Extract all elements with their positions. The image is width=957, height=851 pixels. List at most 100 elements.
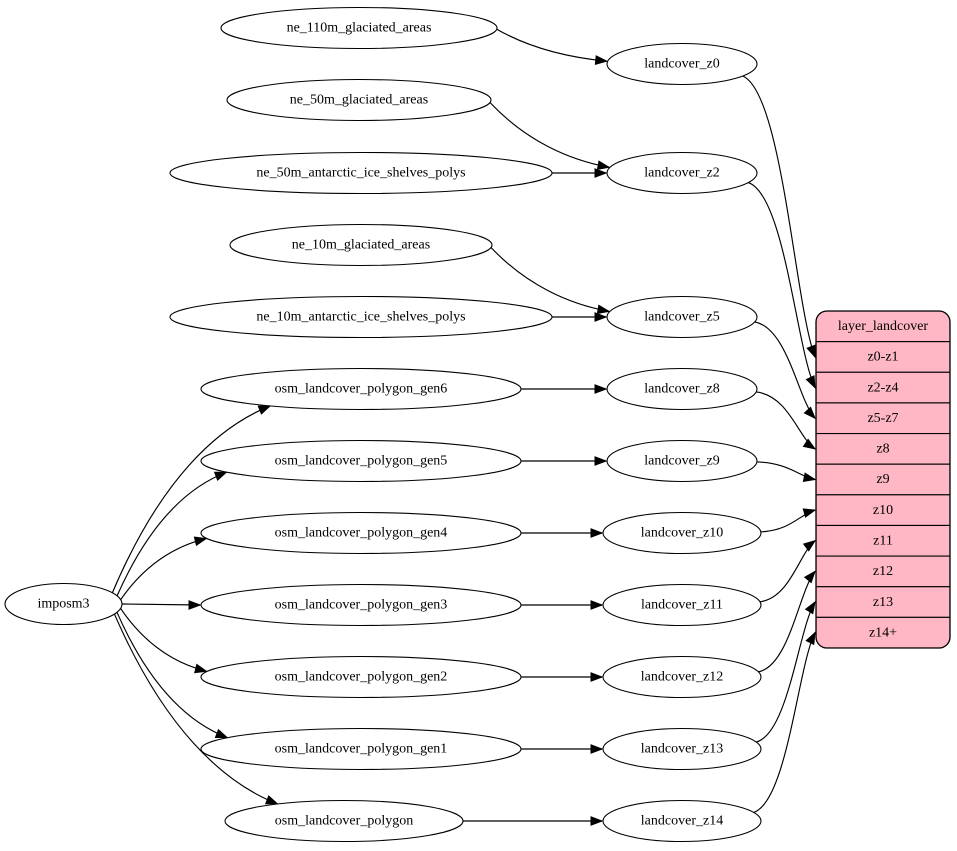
node-label-osm_landcover_polygon_gen2: osm_landcover_polygon_gen2 [275,670,448,685]
node-label-osm_landcover_polygon_gen3: osm_landcover_polygon_gen3 [275,598,448,613]
table-row-z12[interactable] [816,555,950,588]
table-row-z0-z1[interactable] [816,341,950,373]
edge-osm_landcover_polygon-to-landcover_z14 [463,816,604,826]
table-row-label-z11: z11 [873,533,893,548]
edge-imposm3-to-osm_landcover_polygon [113,613,279,805]
edge-osm_landcover_polygon_gen3-to-landcover_z11 [521,600,604,610]
edge-landcover_z11-to-z11 [759,539,817,603]
landcover-node-landcover_z2[interactable]: landcover_z2 [606,151,758,195]
osm-node-osm_landcover_polygon_gen2[interactable]: osm_landcover_polygon_gen2 [200,655,522,699]
osm-node-osm_landcover_polygon_gen3[interactable]: osm_landcover_polygon_gen3 [200,583,522,627]
node-label-osm_landcover_polygon_gen1: osm_landcover_polygon_gen1 [275,742,448,757]
table-cells: layer_landcoverz0-z1z2-z4z5-z7z8z9z10z11… [816,311,950,648]
edge-imposm3-to-osm_landcover_polygon_gen3 [121,600,202,610]
table-row-z14+[interactable] [816,616,950,648]
node-label-landcover_z2: landcover_z2 [644,166,719,181]
node-label-osm_landcover_polygon: osm_landcover_polygon [275,814,413,829]
node-ellipse-osm_landcover_polygon_gen4[interactable] [200,511,522,555]
edge-osm_landcover_polygon_gen2-to-landcover_z12 [521,672,604,682]
node-label-landcover_z9: landcover_z9 [644,454,719,469]
node-label-landcover_z14: landcover_z14 [641,814,723,829]
node-label-landcover_z13: landcover_z13 [641,742,723,757]
table-row-label-z9: z9 [876,472,889,487]
node-ellipse-ne_10m_antarctic_ice_shelves_polys[interactable] [169,295,553,339]
natural-earth-node-ne_50m_glaciated_areas[interactable]: ne_50m_glaciated_areas [226,78,492,122]
node-ellipse-landcover_z8[interactable] [606,367,758,411]
node-ellipse-landcover_z12[interactable] [602,655,762,699]
node-ellipse-landcover_z2[interactable] [606,151,758,195]
osm-node-osm_landcover_polygon_gen4[interactable]: osm_landcover_polygon_gen4 [200,511,522,555]
node-ellipse-landcover_z9[interactable] [606,439,758,483]
node-ellipse-landcover_z13[interactable] [602,727,762,771]
node-ellipse-ne_10m_glaciated_areas[interactable] [229,223,493,267]
table-row-label-z10: z10 [873,503,893,518]
table-outline [815,310,951,649]
landcover-node-landcover_z5[interactable]: landcover_z5 [606,295,758,339]
node-ellipse-landcover_z5[interactable] [606,295,758,339]
edge-landcover_z13-to-z13 [756,600,816,743]
natural-earth-node-ne_50m_antarctic_ice_shelves_polys[interactable]: ne_50m_antarctic_ice_shelves_polys [169,151,553,195]
node-ellipse-landcover_z10[interactable] [602,511,762,555]
edge-ne_50m_antarctic_ice_shelves_polys-to-landcover_z2 [552,168,608,178]
node-label-imposm3: imposm3 [37,597,89,612]
osm-node-osm_landcover_polygon[interactable]: osm_landcover_polygon [224,799,464,843]
osm-node-osm_landcover_polygon_gen6[interactable]: osm_landcover_polygon_gen6 [200,367,522,411]
edge-landcover_z8-to-z8 [756,391,817,450]
node-ellipse-osm_landcover_polygon_gen5[interactable] [200,439,522,483]
node-label-landcover_z12: landcover_z12 [641,670,723,685]
node-label-ne_10m_glaciated_areas: ne_10m_glaciated_areas [292,238,430,253]
table-row-label-z5-z7: z5-z7 [867,411,898,426]
natural-earth-node-ne_10m_glaciated_areas[interactable]: ne_10m_glaciated_areas [229,223,493,267]
layer-landcover-table: layer_landcoverz0-z1z2-z4z5-z7z8z9z10z11… [815,310,951,649]
node-label-ne_50m_glaciated_areas: ne_50m_glaciated_areas [290,93,428,108]
table-row-z10[interactable] [816,494,950,527]
node-label-ne_110m_glaciated_areas: ne_110m_glaciated_areas [287,21,432,36]
table-row-z13[interactable] [816,586,950,618]
edges-layer [111,28,817,826]
osm-node-osm_landcover_polygon_gen5[interactable]: osm_landcover_polygon_gen5 [200,439,522,483]
table-row-z5-z7[interactable] [816,402,950,435]
natural-earth-node-ne_10m_antarctic_ice_shelves_polys[interactable]: ne_10m_antarctic_ice_shelves_polys [169,295,553,339]
table-row-label-z0-z1: z0-z1 [867,350,898,365]
node-label-ne_10m_antarctic_ice_shelves_polys: ne_10m_antarctic_ice_shelves_polys [256,310,465,325]
node-ellipse-landcover_z0[interactable] [606,42,758,86]
landcover-node-landcover_z10[interactable]: landcover_z10 [602,511,762,555]
landcover-node-landcover_z11[interactable]: landcover_z11 [602,583,762,627]
node-ellipse-ne_50m_glaciated_areas[interactable] [226,78,492,122]
table-row-z11[interactable] [816,524,950,557]
edge-imposm3-to-osm_landcover_polygon_gen5 [116,471,228,597]
landcover-node-landcover_z14[interactable]: landcover_z14 [602,799,762,843]
edge-landcover_z14-to-z14+ [753,631,816,813]
natural-earth-node-ne_110m_glaciated_areas[interactable]: ne_110m_glaciated_areas [220,6,498,50]
table-row-label-z14+: z14+ [869,625,897,640]
edge-landcover_z12-to-z12 [758,570,816,673]
node-ellipse-imposm3[interactable] [4,582,123,626]
source-node-imposm3[interactable]: imposm3 [4,582,123,626]
edge-osm_landcover_polygon_gen4-to-landcover_z10 [521,528,604,538]
edge-landcover_z10-to-z10 [760,508,817,533]
node-label-osm_landcover_polygon_gen4: osm_landcover_polygon_gen4 [275,526,448,541]
node-label-landcover_z8: landcover_z8 [644,382,719,397]
node-ellipse-osm_landcover_polygon_gen2[interactable] [200,655,522,699]
node-ellipse-osm_landcover_polygon_gen6[interactable] [200,367,522,411]
edge-osm_landcover_polygon_gen6-to-landcover_z8 [521,384,608,394]
landcover-node-landcover_z0[interactable]: landcover_z0 [606,42,758,86]
node-ellipse-osm_landcover_polygon[interactable] [224,799,464,843]
node-ellipse-landcover_z11[interactable] [602,583,762,627]
node-ellipse-ne_110m_glaciated_areas[interactable] [220,6,498,50]
landcover-node-landcover_z12[interactable]: landcover_z12 [602,655,762,699]
node-ellipse-landcover_z14[interactable] [602,799,762,843]
table-row-label-z2-z4: z2-z4 [867,380,898,395]
landcover-node-landcover_z9[interactable]: landcover_z9 [606,439,758,483]
node-ellipse-osm_landcover_polygon_gen1[interactable] [200,727,522,771]
edge-osm_landcover_polygon_gen5-to-landcover_z9 [521,456,608,466]
table-row-z9[interactable] [816,463,950,496]
osm-node-osm_landcover_polygon_gen1[interactable]: osm_landcover_polygon_gen1 [200,727,522,771]
node-ellipse-osm_landcover_polygon_gen3[interactable] [200,583,522,627]
landcover-node-landcover_z13[interactable]: landcover_z13 [602,727,762,771]
node-label-ne_50m_antarctic_ice_shelves_polys: ne_50m_antarctic_ice_shelves_polys [256,166,465,181]
landcover-node-landcover_z8[interactable]: landcover_z8 [606,367,758,411]
node-ellipse-ne_50m_antarctic_ice_shelves_polys[interactable] [169,151,553,195]
